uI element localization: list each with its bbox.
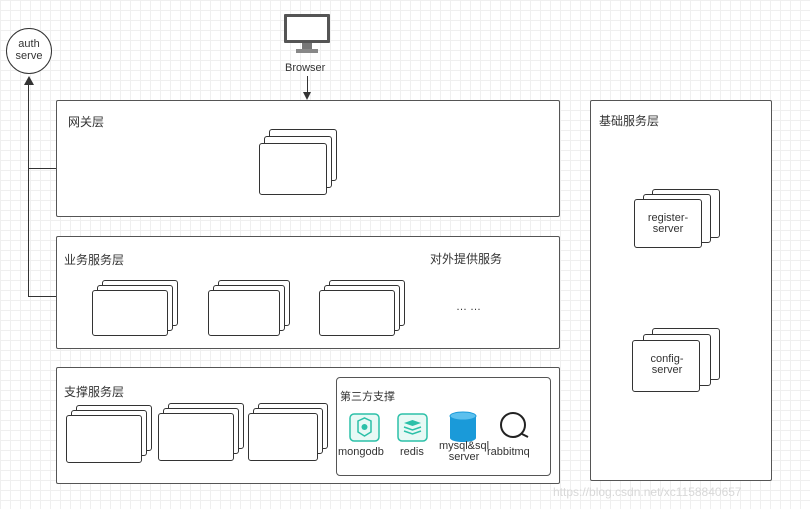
business-connector-horizontal — [29, 296, 56, 297]
support-card-c-front — [248, 413, 318, 461]
business-card-a-front — [92, 290, 168, 336]
support-card-a-front — [66, 415, 142, 463]
redis-label: redis — [400, 446, 424, 458]
mysql-label: mysql&sql server — [438, 440, 490, 463]
business-card-b-front — [208, 290, 280, 336]
watermark-text: https://blog.csdn.net/xc1158840657 — [553, 485, 742, 499]
register-server-label: register-server — [647, 212, 689, 235]
support-layer-title: 支撑服务层 — [64, 385, 125, 399]
browser-arrow-line — [307, 76, 308, 94]
ellipsis-label: … … — [456, 301, 482, 313]
auth-server-node: auth serve — [6, 28, 52, 74]
business-layer-title: 业务服务层 — [64, 253, 125, 267]
browser-label: Browser — [285, 62, 326, 74]
business-card-c-front — [319, 290, 395, 336]
arrow-down-icon — [303, 92, 311, 100]
config-card-front — [632, 340, 700, 392]
rabbitmq-label: rabbitmq — [487, 446, 530, 458]
base-layer-title: 基础服务层 — [599, 114, 660, 128]
auth-connector-vertical — [28, 84, 29, 297]
rabbitmq-icon — [498, 410, 530, 442]
external-services-label: 对外提供服务 — [430, 252, 503, 266]
base-layer-panel — [590, 100, 772, 481]
support-card-b-front — [158, 413, 234, 461]
mongodb-label: mongodb — [338, 446, 384, 458]
monitor-icon — [283, 13, 331, 55]
auth-server-label: auth serve — [15, 38, 43, 62]
third-party-title: 第三方支撑 — [340, 391, 395, 403]
config-server-label: config-server — [650, 353, 684, 376]
arrow-up-icon — [24, 76, 34, 85]
gateway-layer-title: 网关层 — [68, 115, 105, 129]
database-icon — [449, 411, 477, 443]
mongodb-icon — [349, 413, 380, 442]
register-card-front — [634, 199, 702, 248]
gateway-card-front — [259, 143, 327, 195]
redis-icon — [397, 413, 428, 442]
